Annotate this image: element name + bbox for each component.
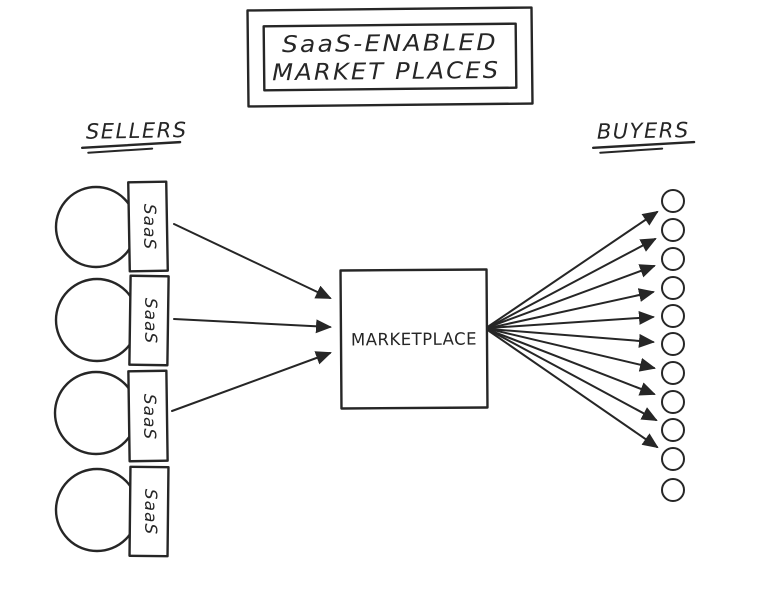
buyer-circle [661, 247, 685, 271]
sellers-label-group: SELLERS [80, 118, 188, 154]
buyer-arrow-1 [488, 210, 659, 327]
title-box-inner-border [262, 22, 518, 92]
buyer-circle [661, 447, 685, 471]
buyer-arrow-6 [488, 328, 655, 348]
title-box-outer-border [246, 6, 534, 108]
marketplace-group: MARKETPLACE [339, 268, 489, 410]
title-box: SaaS-ENABLED MARKET PLACES [246, 6, 534, 108]
buyer-circle [661, 276, 685, 300]
buyer-circle [661, 189, 685, 213]
sellers-underline [80, 140, 182, 150]
seller-circle [54, 277, 140, 363]
seller-circle [54, 185, 138, 269]
saas-box-label: SaaS [140, 298, 160, 344]
buyer-arrow-5 [488, 310, 655, 329]
seller-arrow-1 [173, 223, 332, 299]
saas-box [127, 180, 169, 273]
buyers-label-group: BUYERS [591, 118, 696, 154]
saas-box-label: SaaS [140, 489, 160, 535]
buyer-circle [661, 304, 685, 328]
buyer-arrow-10 [488, 330, 659, 449]
saas-box-label: SaaS [139, 204, 159, 250]
buyer-arrow-4 [488, 288, 655, 329]
title-line-2: MARKET PLACES [272, 58, 500, 86]
seller-group-4: SaaS [54, 465, 170, 558]
buyer-circles [661, 189, 685, 502]
buyer-circle [661, 332, 685, 356]
buyer-arrows [488, 210, 659, 449]
title-line-1: SaaS-ENABLED [282, 30, 498, 58]
buyer-arrow-9 [488, 329, 658, 421]
seller-group-1: SaaS [54, 180, 169, 273]
saas-box [127, 369, 169, 463]
buyer-circle [661, 361, 685, 385]
buyer-circle [661, 418, 685, 442]
buyers-label: BUYERS [597, 118, 690, 144]
sellers-label: SELLERS [86, 118, 188, 144]
seller-group-2: SaaS [54, 274, 170, 367]
buyers-underline-2 [599, 147, 664, 154]
buyer-arrow-7 [488, 328, 656, 372]
sellers-underline-2 [87, 147, 154, 154]
buyer-arrow-2 [488, 238, 657, 328]
seller-circle [53, 370, 139, 456]
buyer-circle [661, 390, 685, 414]
saas-box [128, 274, 170, 367]
buyer-arrow-3 [488, 264, 656, 328]
buyer-circle [661, 478, 685, 502]
buyer-circle [661, 218, 685, 242]
saas-box-label: SaaS [139, 394, 159, 440]
seller-arrow-2 [173, 318, 332, 334]
seller-circle [54, 467, 140, 553]
seller-arrow-3 [171, 351, 332, 412]
marketplace-box [339, 268, 489, 410]
buyers-underline [591, 140, 696, 150]
buyer-arrow-8 [488, 329, 656, 396]
saas-box [128, 465, 170, 558]
seller-group-3: SaaS [53, 369, 169, 463]
marketplace-label: MARKETPLACE [351, 330, 477, 351]
